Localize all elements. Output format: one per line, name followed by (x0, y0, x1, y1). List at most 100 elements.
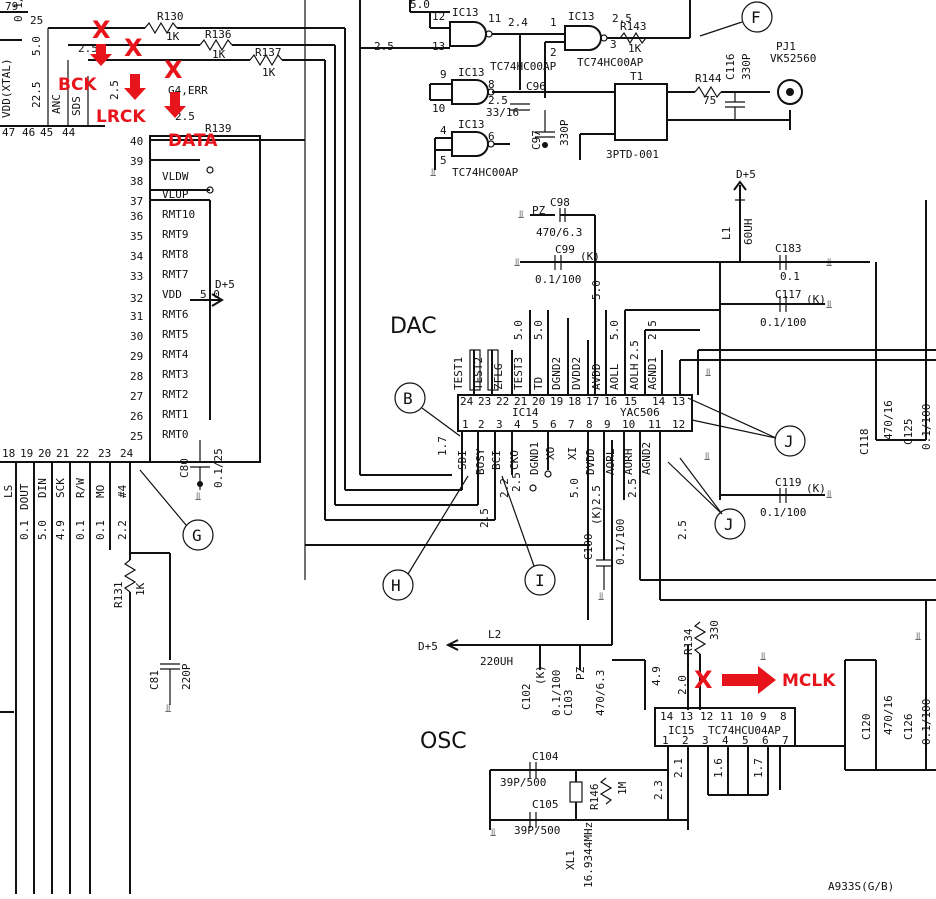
c117-value: 0.1/100 (760, 316, 806, 329)
mcu-misc-3: 0.1/ (12, 0, 25, 22)
gnd-icon-7: ⫫ (195, 490, 201, 503)
ic14-volt-13: 2.5 (676, 520, 689, 540)
ic13-pin-0: 12 (432, 10, 445, 23)
c97-value: 330P (558, 119, 571, 146)
ic14-bot-num-11: 12 (672, 418, 685, 431)
mcu-bot-num-6: 24 (120, 447, 134, 460)
r131-ref: R131 (112, 582, 125, 609)
callout-h: H (382, 475, 469, 601)
callout-i-label: I (535, 571, 545, 590)
ic14-volt-1: 5.0 (512, 320, 525, 340)
mcu-pin-num-0: 40 (130, 135, 143, 148)
mcu-top-num-3: 44 (62, 126, 76, 139)
c120-ref: C120 (860, 714, 873, 741)
pj1-ref: PJ1 (776, 40, 796, 53)
footer-code: A933S(G/B) (828, 880, 894, 893)
ic14-top-name-3: TEST3 (512, 357, 525, 390)
c104-ref: C104 (532, 750, 559, 763)
r137-value: 1K (262, 66, 276, 79)
ic14-top-num-6: 18 (568, 395, 581, 408)
mcu-bot-name-4: MO (94, 485, 107, 498)
ic13-part-2: TC74HC00AP (577, 56, 644, 69)
r143-ref: R143 (620, 20, 647, 33)
arrow-down-data-icon (164, 92, 186, 118)
mcu-bot-num-1: 19 (20, 447, 33, 460)
ic15-bot-6: 7 (782, 734, 789, 747)
ic15-top-4: 10 (740, 710, 753, 723)
mcu-bot-num-2: 20 (38, 447, 51, 460)
callout-g: B (394, 382, 461, 437)
ic13-volt-2: 2.5 (612, 12, 632, 25)
rail-d5: D+5 (215, 278, 235, 291)
ic14-top-name-4: TD (532, 377, 545, 390)
gnd-icon-9: ⫫ (598, 590, 604, 603)
ic14-volt-6: 1.7 (436, 436, 449, 456)
x-mark-lrck: X (124, 34, 143, 62)
l2-value: 220UH (480, 655, 513, 668)
ic13-pin-4: 3 (610, 38, 617, 51)
ic15-top-1: 13 (680, 710, 693, 723)
gnd-icon-6: ⫫ (826, 488, 832, 501)
ic14-bot-name-9: AORH (622, 449, 635, 476)
mcu-pin-num-5: 35 (130, 230, 143, 243)
ic13-pin-9: 9 (440, 68, 447, 81)
mcu-pin-name-8: VDD (162, 288, 182, 301)
ic13-ref-4: IC13 (458, 118, 485, 131)
mcu-misc-4: 22.5 (30, 82, 43, 109)
r134-ref: R134 (682, 628, 695, 655)
c98-value: 470/6.3 (536, 226, 582, 239)
mcu-pin-num-4: 36 (130, 210, 143, 223)
ic14-bot-name-2: BCI (490, 450, 503, 470)
mcu-bot-num-3: 21 (56, 447, 69, 460)
osc-label: OSC (420, 729, 467, 754)
mcu-misc-8: R139 (205, 122, 232, 135)
nand-gate-2 (564, 25, 602, 51)
ic14-bot-name-1: BOSY (474, 448, 487, 475)
r130-value: 1K (166, 30, 180, 43)
ic13-pin-8: 8 (488, 78, 495, 91)
mcu-pin-name-6: RMT8 (162, 248, 189, 261)
mcu-bot-num-4: 22 (76, 447, 89, 460)
ic14-bot-name-5: XO (544, 447, 557, 460)
arrow-down-bck-icon (90, 44, 112, 66)
ic14-bot-num-8: 9 (604, 418, 611, 431)
c116-ref: C116 (724, 54, 737, 81)
mcu-bot-name-1: DIN (36, 478, 49, 498)
c119-mark: (K) (806, 482, 826, 495)
xl1-crystal (569, 781, 583, 803)
ic14-bot-num-7: 8 (586, 418, 593, 431)
gnd-icon-13: ⫫ (760, 650, 766, 663)
r134-value: 330 (708, 620, 721, 640)
ic15-volt-3: 2.1 (672, 758, 685, 778)
ic14-top-num-3: 21 (514, 395, 527, 408)
gnd-icon-12: ⫫ (704, 450, 710, 463)
ic14-body (457, 394, 693, 432)
r146-value: 1M (616, 781, 629, 795)
ic14-volt-7: 2.5 (478, 508, 491, 528)
ic13-pin-3: 1 (550, 16, 557, 29)
ic14-dac: DAC IC14 YAC506 (390, 314, 693, 432)
ic14-bot-num-1: 2 (478, 418, 485, 431)
gnd-icon-8: ⫫ (165, 702, 171, 715)
ic14-volt-4: 2.5 (628, 340, 641, 360)
ic14-bottom-pins: 1 2 3 4 5 6 7 8 9 10 11 12 SDI BOSY BCI … (436, 418, 936, 620)
r130-ref: R130 (157, 10, 184, 23)
annot-data: DATA (168, 131, 218, 151)
c118-value: 470/16 (882, 400, 895, 440)
mcu-pin-num-9: 31 (130, 310, 143, 323)
rail-d5-top: D+5 (736, 168, 756, 181)
c105-value: 39P/500 (514, 824, 560, 837)
callout-f: F (699, 1, 773, 37)
t1-part: 3PTD-001 (606, 148, 659, 161)
c99-mark: (K) (580, 250, 600, 263)
dac-label: DAC (390, 314, 437, 339)
gnd-icon-2: ⫫ (518, 208, 524, 221)
mcu-pin-name-12: RMT3 (162, 368, 189, 381)
ic13-ref-2: IC13 (568, 10, 595, 23)
ic14-bot-num-0: 1 (462, 418, 469, 431)
ic13-pin-6: 5 (440, 154, 447, 167)
c126-ref: C126 (902, 714, 915, 741)
annot-bck: BCK (58, 75, 97, 95)
r144-value: 75 (703, 94, 716, 107)
gnd-icon-4: ⫫ (826, 256, 832, 269)
